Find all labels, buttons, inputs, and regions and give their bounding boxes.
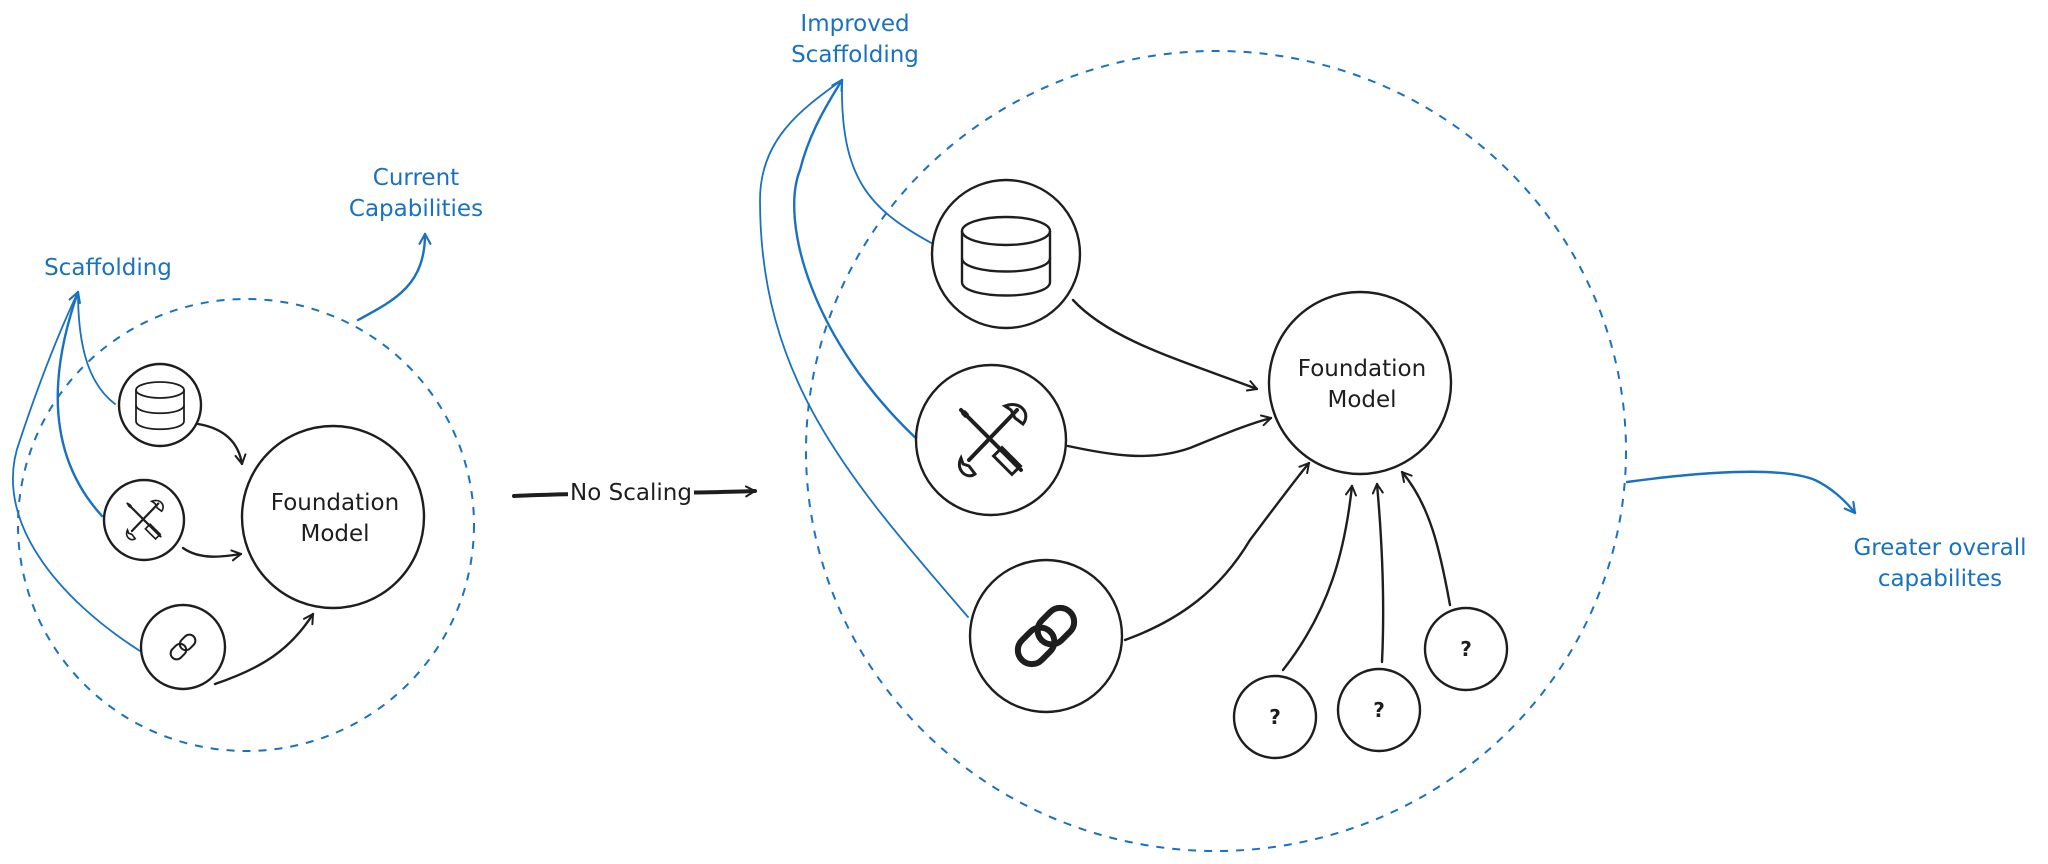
foundation-model-node-right	[1267, 290, 1453, 476]
current-capabilities-boundary	[17, 298, 475, 752]
scaffolding-link-tools	[56, 290, 104, 518]
unknown-tool-label-2: ?	[1373, 698, 1385, 722]
database-icon	[960, 215, 1052, 297]
tools-icon	[958, 403, 1028, 478]
tools-to-model-arrow-right	[1066, 414, 1273, 458]
unknown-tool-label-1: ?	[1269, 705, 1281, 729]
improved-scaffolding-link-database	[841, 79, 936, 246]
scaffolding-link-database	[77, 291, 116, 405]
database-node-right	[930, 178, 1082, 330]
foundation-model-label-right-line-1: Foundation	[1298, 356, 1426, 382]
link-to-model-arrow-right	[1123, 461, 1311, 642]
scaffolding-label: Scaffolding	[44, 255, 172, 281]
improved-scaffolding-link-tools	[793, 78, 922, 444]
no-scaling-label: No Scaling	[570, 480, 692, 506]
link-to-model-arrow	[213, 612, 315, 686]
link-icon	[1014, 604, 1078, 668]
database-icon	[135, 381, 185, 431]
unknown-tool-node-1	[1232, 674, 1318, 760]
greater-capabilities-label-line-1: Greater overall	[1853, 535, 2026, 561]
foundation-model-label-line-1: Foundation	[271, 490, 399, 516]
database-to-model-arrow-right	[1071, 298, 1259, 392]
foundation-model-label-right-line-2: Model	[1327, 387, 1396, 413]
database-to-model-arrow	[196, 422, 247, 466]
no-scaling-transition: No Scaling	[512, 474, 757, 508]
greater-capabilities-arrow	[1625, 470, 1857, 515]
database-node	[117, 362, 203, 448]
improved-scaffolding-label-line-1: Improved	[800, 11, 909, 37]
link-node-right	[968, 558, 1124, 714]
improved-scaffolding-link-link	[759, 79, 969, 618]
unknown-1-to-model-arrow	[1281, 484, 1357, 672]
improved-capabilities-boundary	[805, 50, 1627, 852]
current-capabilities-label-line-1: Current	[373, 165, 459, 191]
link-node	[139, 603, 227, 691]
unknown-tool-label-3: ?	[1460, 637, 1472, 661]
unknown-tool-node-2	[1336, 667, 1422, 753]
left-diagram: Foundation Model Scaffolding Current Cap…	[12, 165, 483, 752]
unknown-3-to-model-arrow	[1400, 470, 1452, 607]
unknown-tool-node-3	[1423, 606, 1509, 692]
link-icon	[169, 633, 197, 661]
greater-capabilities-label-line-2: capabilites	[1878, 566, 2002, 592]
current-capabilities-label-line-2: Capabilities	[349, 196, 483, 222]
current-capabilities-arrow	[356, 232, 432, 322]
foundation-model-node	[240, 424, 426, 610]
unknown-2-to-model-arrow	[1371, 482, 1385, 664]
tools-to-model-arrow	[181, 546, 243, 562]
improved-scaffolding-label-line-2: Scaffolding	[791, 42, 919, 68]
scaffolding-link-link	[12, 291, 141, 652]
foundation-model-label-line-2: Model	[300, 521, 369, 547]
tools-icon	[125, 499, 164, 541]
right-diagram: Foundation Model ? ? ? Improved Scaffold…	[759, 11, 2027, 852]
